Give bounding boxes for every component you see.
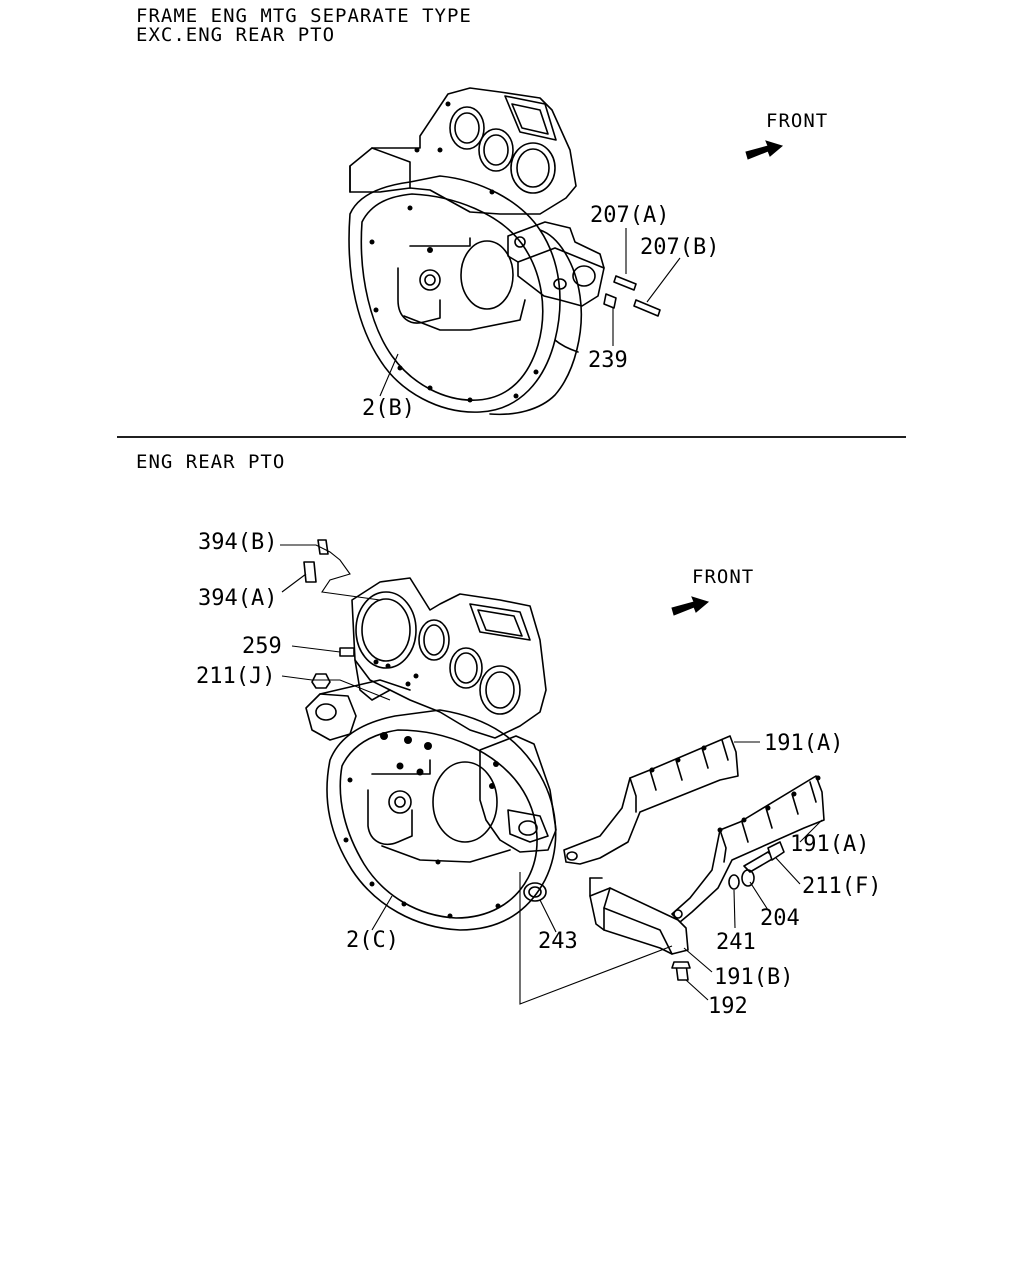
callout-2-b: 2(B)	[362, 396, 415, 421]
callout-243: 243	[538, 929, 578, 954]
top-front-label: FRONT	[766, 110, 828, 132]
bolt-icon	[311, 673, 785, 981]
callout-211-f: 211(F)	[802, 874, 881, 899]
callout-207-b: 207(B)	[640, 235, 719, 260]
top-title-line2: EXC.ENG REAR PTO	[136, 24, 335, 46]
bracket-icon	[563, 735, 825, 923]
top-title-line1: FRAME ENG MTG SEPARATE TYPE	[136, 5, 472, 27]
front-arrow-icon	[745, 140, 784, 160]
callout-191-a-upper: 191(A)	[764, 731, 843, 756]
flywheel-housing-icon	[305, 577, 557, 931]
callout-241: 241	[716, 930, 756, 955]
callout-211-j: 211(J)	[196, 664, 275, 689]
bracket-icon	[589, 877, 689, 955]
callout-2-c: 2(C)	[346, 928, 399, 953]
callout-259: 259	[242, 634, 282, 659]
callout-239: 239	[588, 348, 628, 373]
washer-icon	[523, 869, 755, 902]
stud-icon	[303, 539, 355, 657]
callout-394-a: 394(A)	[198, 586, 277, 611]
callout-192: 192	[708, 994, 748, 1019]
bottom-title: ENG REAR PTO	[136, 451, 285, 473]
callout-394-b: 394(B)	[198, 530, 277, 555]
callout-207-a: 207(A)	[590, 203, 669, 228]
flywheel-housing-icon	[348, 87, 605, 416]
stud-icon	[603, 275, 661, 317]
callout-204: 204	[760, 906, 800, 931]
bottom-front-label: FRONT	[692, 566, 754, 588]
callout-191-a-lower: 191(A)	[790, 832, 869, 857]
callout-191-b: 191(B)	[714, 965, 793, 990]
front-arrow-icon	[671, 596, 710, 616]
